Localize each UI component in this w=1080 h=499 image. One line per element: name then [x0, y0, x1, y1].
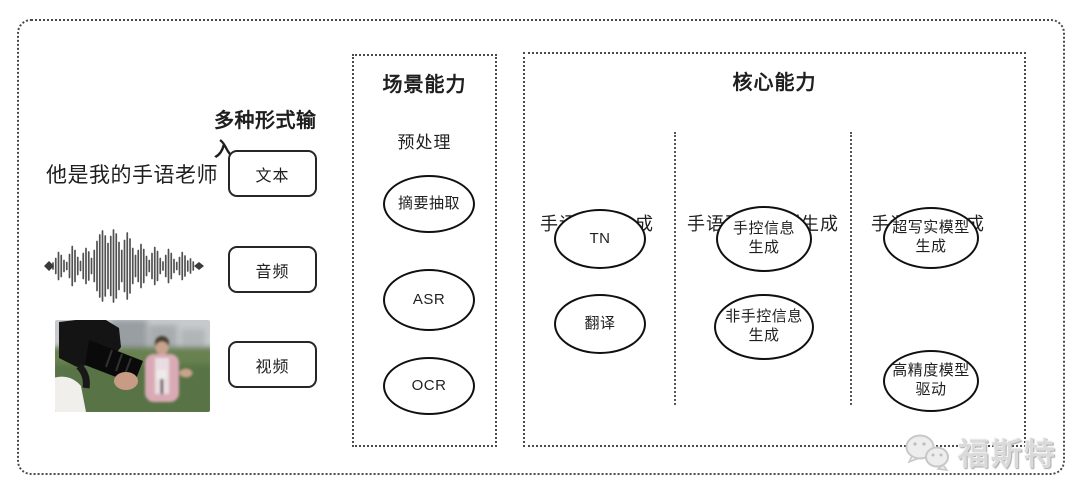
- reporter-figure: [145, 336, 193, 402]
- example-sentence: 他是我的手语老师: [46, 164, 218, 187]
- node-high-precision-model-driving: 高精度模型 驱动: [883, 350, 979, 412]
- node-summary-extraction: 摘要抽取: [383, 175, 475, 233]
- column-divider: [674, 132, 676, 405]
- watermark-text: 福斯特: [958, 437, 1057, 472]
- wechat-icon: [905, 434, 949, 471]
- outer-dotted-frame: [17, 19, 1065, 475]
- node-manual-info-generation: 手控信息 生成: [716, 206, 812, 272]
- reporter-interview-photo: [55, 320, 210, 412]
- input-box-text-label: 文本: [255, 167, 290, 185]
- input-box-text: 文本: [228, 150, 317, 197]
- input-box-audio-label: 音频: [255, 263, 290, 281]
- node-translation: 翻译: [554, 294, 646, 354]
- node-asr: ASR: [383, 269, 475, 331]
- preprocess-label: 预处理: [397, 133, 452, 152]
- input-box-video-label: 视频: [255, 358, 290, 376]
- core-capability-title: 核心能力: [732, 72, 817, 94]
- node-hyperrealistic-model-generation: 超写实模型 生成: [883, 207, 979, 269]
- node-non-manual-info-generation: 非手控信息 生成: [714, 294, 814, 360]
- watermark: 福斯特: [903, 429, 1057, 474]
- column-divider: [850, 132, 852, 405]
- node-ocr: OCR: [383, 357, 475, 415]
- scene-capability-box: 场景能力 预处理 摘要抽取 ASR OCR: [352, 54, 497, 447]
- input-box-audio: 音频: [228, 246, 317, 293]
- scene-capability-title: 场景能力: [382, 74, 467, 96]
- core-capability-box: 核心能力 手语文本生成 手语要素序列生成 手语视频生成 TN 翻译 手控信息 生…: [523, 52, 1026, 447]
- audio-waveform-icon: [44, 229, 204, 303]
- camera-silhouette: [55, 320, 143, 412]
- input-box-video: 视频: [228, 341, 317, 388]
- node-tn: TN: [554, 209, 646, 269]
